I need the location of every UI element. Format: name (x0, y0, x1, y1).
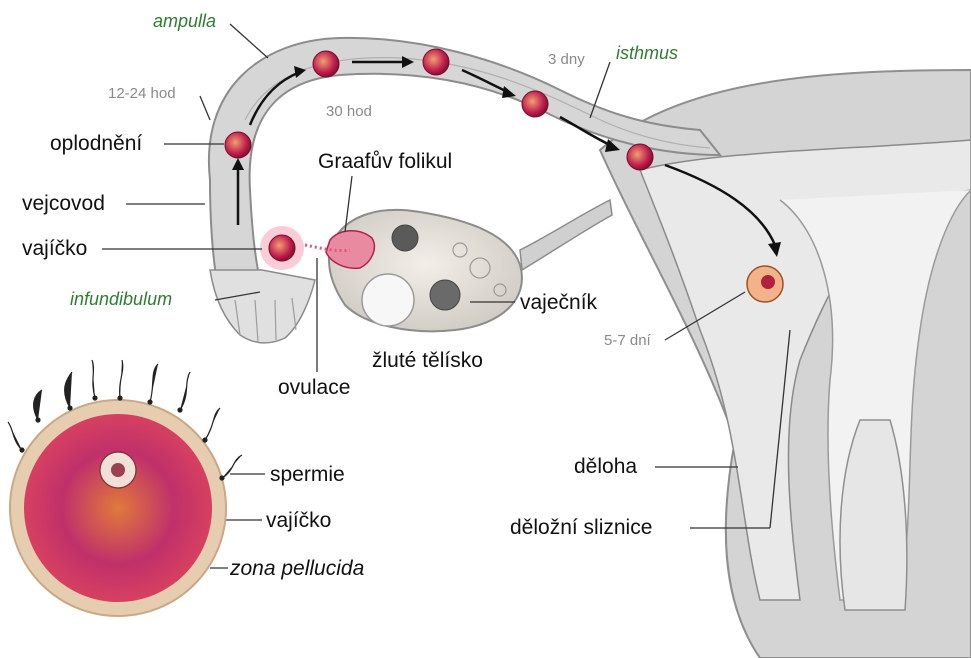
label-deloha: děloha (574, 456, 637, 477)
label-infundibulum: infundibulum (70, 290, 172, 308)
label-delozni-sliznice: děložní sliznice (510, 517, 652, 538)
label-ovulace: ovulace (278, 377, 350, 398)
label-vajicko-top: vajíčko (22, 238, 87, 259)
label-vajecnik: vaječník (520, 292, 597, 313)
label-30-hod: 30 hod (326, 104, 372, 119)
label-zona-pellucida: zona pellucida (230, 558, 364, 579)
label-oplodneni: oplodnění (50, 133, 142, 154)
egg-closeup (8, 360, 242, 616)
uterus (600, 70, 971, 658)
label-5-7-dni: 5-7 dní (604, 333, 651, 348)
label-spermie: spermie (270, 464, 345, 485)
label-zlute-telisko: žluté tělísko (372, 350, 483, 371)
label-3-dny: 3 dny (548, 52, 585, 67)
label-vejcovod: vejcovod (22, 193, 105, 214)
label-12-24-hod: 12-24 hod (108, 86, 176, 101)
label-vajicko-bottom: vajíčko (266, 510, 331, 531)
label-isthmus: isthmus (616, 44, 678, 62)
label-ampulla: ampulla (153, 12, 216, 30)
label-graafuv-folikul: Graafův folikul (318, 151, 452, 172)
